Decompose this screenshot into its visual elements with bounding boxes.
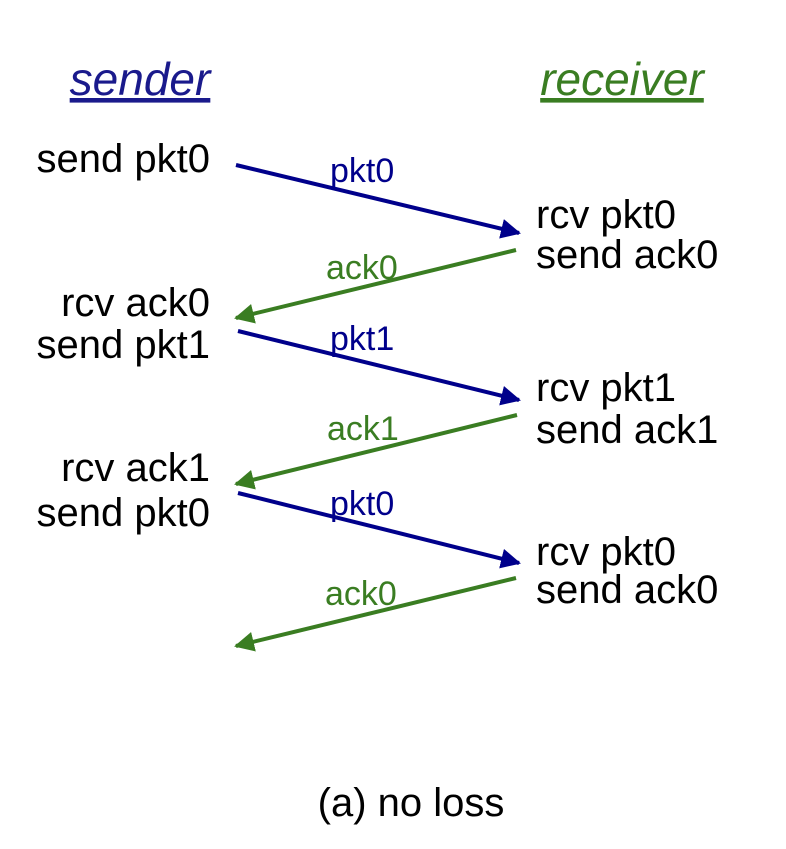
receiver-event-2-line-2: send ack1	[536, 408, 718, 452]
ack0-label-1: ack0	[326, 249, 398, 287]
receiver-event-1-line-2: send ack0	[536, 233, 718, 277]
pkt0-label-2: pkt0	[330, 485, 394, 523]
receiver-event-2-line-1: rcv pkt1	[536, 366, 676, 410]
ack1-label: ack1	[327, 410, 399, 448]
pkt0-arrow-1	[235, 163, 521, 239]
ack0-arrow-2	[234, 576, 517, 652]
receiver-header: receiver	[540, 53, 705, 105]
sender-event-3-line-1: rcv ack1	[61, 446, 210, 490]
sender-event-3-line-2: send pkt0	[37, 491, 210, 535]
ack0-label-2: ack0	[325, 575, 397, 613]
pkt0-arrow-2	[237, 491, 521, 569]
receiver-event-3-line-1: rcv pkt0	[536, 530, 676, 574]
ack1-arrow	[234, 413, 518, 490]
receiver-event-3-line-2: send ack0	[536, 568, 718, 612]
sender-event-2-line-2: send pkt1	[37, 323, 210, 367]
receiver-event-1-line-1: rcv pkt0	[536, 193, 676, 237]
ack0-arrow-1	[234, 248, 517, 324]
pkt1-arrow	[237, 329, 521, 406]
sender-event-2-line-1: rcv ack0	[61, 281, 210, 325]
sender-header: sender	[70, 53, 212, 105]
pkt0-label-1: pkt0	[330, 152, 394, 190]
diagram-caption: (a) no loss	[318, 781, 505, 825]
pkt1-label: pkt1	[330, 320, 394, 358]
sender-event-1-line-1: send pkt0	[37, 137, 210, 181]
